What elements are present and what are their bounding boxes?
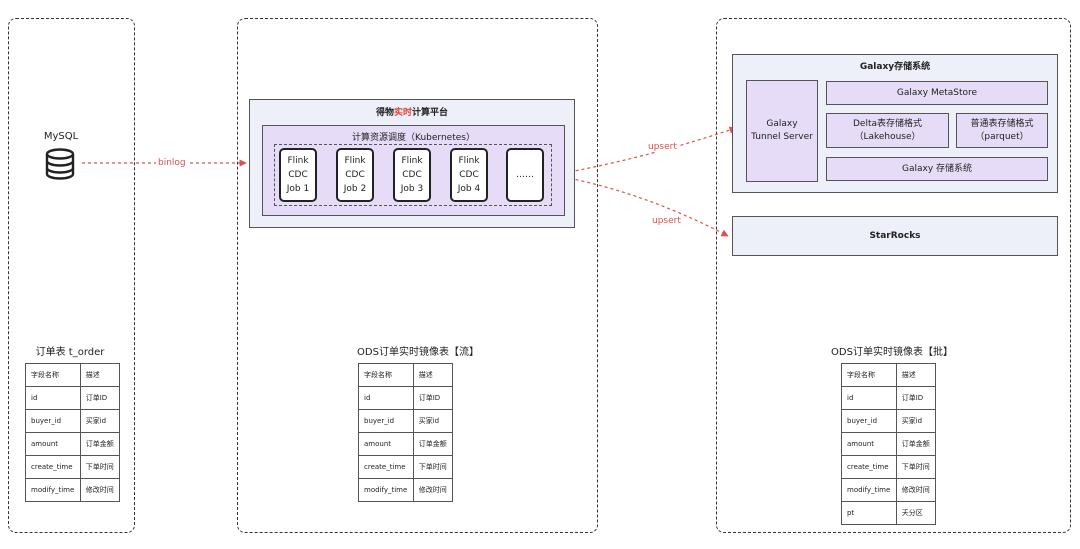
upsert-edge-galaxy — [551, 126, 737, 176]
more-jobs: …… — [506, 148, 544, 202]
table-cell: modify_time — [25, 478, 81, 502]
table-cell: 订单ID — [412, 386, 454, 410]
table-cell: modify_time — [358, 478, 414, 502]
table-cell: buyer_id — [841, 409, 897, 433]
parquet-format: 普通表存储格式 （parquet） — [956, 113, 1048, 148]
table-cell: 修改时间 — [895, 478, 937, 502]
table-cell: create_time — [841, 455, 897, 479]
upsert-label-galaxy: upsert — [646, 142, 679, 152]
table-cell: pt — [841, 501, 897, 525]
table-cell: 描述 — [79, 363, 121, 387]
delta-format: Delta表存储格式 （Lakehouse） — [826, 113, 949, 148]
table-header: 字段名称描述 — [358, 363, 454, 387]
kubernetes-title: 计算资源调度（Kubernetes） — [352, 133, 475, 143]
middle-table-title: ODS订单实时镜像表【流】 — [357, 347, 479, 358]
jobs-group — [274, 144, 552, 206]
table-header: 字段名称描述 — [25, 363, 121, 387]
batch-panel — [716, 18, 1071, 533]
table-cell: 买家id — [79, 409, 121, 433]
table-cell: 字段名称 — [25, 363, 81, 387]
table-cell: 修改时间 — [79, 478, 121, 502]
table-cell: 下单时间 — [412, 455, 454, 479]
galaxy-title: Galaxy存储系统 — [859, 62, 931, 72]
table-cell: amount — [25, 432, 81, 456]
database-icon — [45, 148, 75, 180]
table-cell: modify_time — [841, 478, 897, 502]
table-cell: id — [25, 386, 81, 410]
table-cell: 天分区 — [895, 501, 937, 525]
table-cell: 订单ID — [79, 386, 121, 410]
table-cell: 描述 — [895, 363, 937, 387]
table-cell: 字段名称 — [358, 363, 414, 387]
table-cell: create_time — [25, 455, 81, 479]
flink-job-4: Flink CDC Job 4 — [450, 148, 488, 202]
flink-job-3: Flink CDC Job 3 — [393, 148, 431, 202]
table-cell: 买家id — [412, 409, 454, 433]
table-cell: create_time — [358, 455, 414, 479]
table-cell: 订单金额 — [79, 432, 121, 456]
table-header: 字段名称描述 — [841, 363, 937, 387]
table-cell: 描述 — [412, 363, 454, 387]
table-cell: 订单金额 — [895, 432, 937, 456]
flink-job-2: Flink CDC Job 2 — [336, 148, 374, 202]
platform-title: 得物实时计算平台 — [375, 108, 449, 118]
table-cell: 买家id — [895, 409, 937, 433]
galaxy-tunnel-server: Galaxy Tunnel Server — [746, 80, 818, 182]
left-table-title: 订单表 t_order — [35, 347, 105, 358]
table-cell: buyer_id — [25, 409, 81, 433]
galaxy-metastore: Galaxy MetaStore — [826, 81, 1048, 105]
galaxy-storage: Galaxy 存储系统 — [826, 157, 1048, 181]
table-cell: 下单时间 — [895, 455, 937, 479]
right-table-title: ODS订单实时镜像表【批】 — [831, 347, 953, 358]
table-cell: amount — [358, 432, 414, 456]
table-cell: 订单ID — [895, 386, 937, 410]
table-cell: 订单金额 — [412, 432, 454, 456]
table-cell: id — [841, 386, 897, 410]
upsert-label-starrocks: upsert — [650, 216, 683, 226]
upsert-edge-starrocks — [551, 174, 729, 237]
stream-panel — [237, 18, 598, 533]
starrocks: StarRocks — [732, 216, 1058, 256]
table-cell: 修改时间 — [412, 478, 454, 502]
table-cell: amount — [841, 432, 897, 456]
table-cell: 下单时间 — [79, 455, 121, 479]
table-cell: id — [358, 386, 414, 410]
binlog-label: binlog — [156, 158, 188, 168]
table-cell: 字段名称 — [841, 363, 897, 387]
table-cell: buyer_id — [358, 409, 414, 433]
mysql-label: MySQL — [43, 131, 79, 142]
source-panel — [8, 18, 135, 533]
flink-job-1: Flink CDC Job 1 — [279, 148, 317, 202]
